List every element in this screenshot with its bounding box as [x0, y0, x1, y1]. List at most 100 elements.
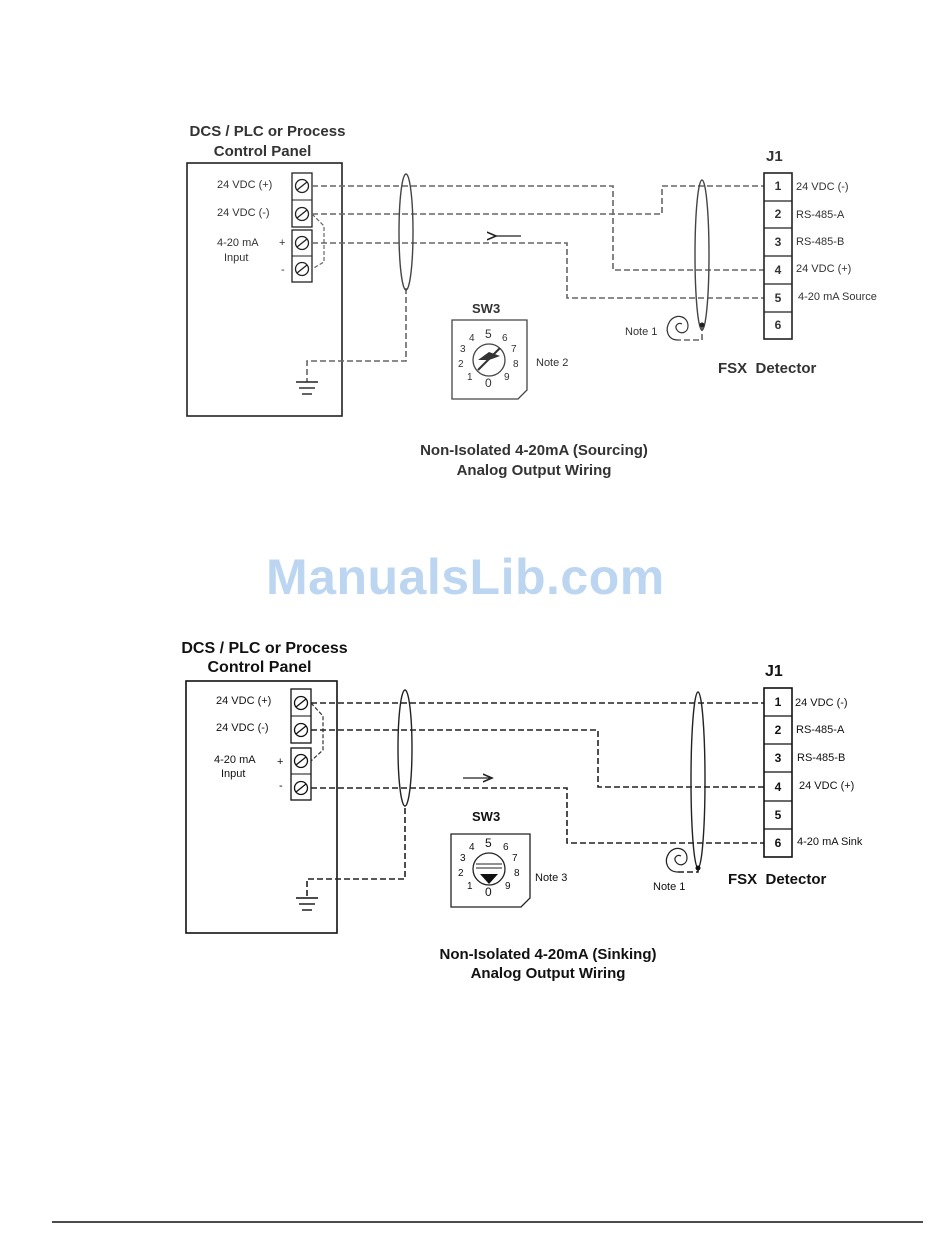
dial-digit-2: 2	[458, 868, 464, 879]
screw-terminal-icon	[293, 780, 309, 796]
control-panel-box	[186, 162, 343, 417]
sw3-note: Note 3	[535, 872, 568, 884]
terminal-label-24vdc-pos: 24 VDC (+)	[216, 695, 272, 707]
shield-note: Note 1	[625, 326, 658, 338]
dial-digit-9: 9	[505, 881, 511, 892]
terminal-label-24vdc-neg: 24 VDC (-)	[217, 207, 270, 219]
j1-pin-2: 2	[774, 207, 782, 221]
j1-title: J1	[766, 148, 783, 165]
cable-bundle-detector-side	[694, 179, 710, 331]
screw-terminal-icon	[294, 206, 310, 222]
sw3-title: SW3	[472, 809, 501, 824]
dial-digit-9: 9	[504, 372, 510, 383]
j1-title: J1	[765, 663, 783, 680]
control-panel-box	[185, 680, 338, 934]
caption-line2: Analog Output Wiring	[470, 965, 626, 982]
screw-terminal-icon	[293, 753, 309, 769]
input-plus-label: +	[279, 237, 286, 249]
screw-terminal-icon	[293, 722, 309, 738]
ground-icon	[296, 381, 318, 395]
shield-curl-icon	[665, 847, 688, 873]
j1-pin-5: 5	[774, 808, 782, 822]
panel-title-line1: DCS / PLC or Process	[189, 123, 346, 140]
shield-curl-icon	[666, 315, 689, 341]
j1-pin-1-label: 24 VDC (-)	[796, 181, 849, 193]
panel-title-line1: DCS / PLC or Process	[181, 640, 348, 657]
j1-pin-2-label: RS-485-A	[796, 209, 845, 221]
caption-line1: Non-Isolated 4-20mA (Sourcing)	[420, 442, 648, 459]
screw-terminal-icon	[294, 235, 310, 251]
wire-24vdc-neg	[312, 185, 764, 215]
dial-digit-4: 4	[469, 333, 475, 344]
j1-pin-6: 6	[774, 318, 782, 332]
dial-digit-5: 5	[485, 836, 492, 850]
j1-pin-2: 2	[774, 723, 782, 737]
j1-pin-1-label: 24 VDC (-)	[795, 697, 848, 709]
cable-bundle-panel-side	[398, 173, 414, 291]
j1-pin-1: 1	[774, 695, 782, 709]
dial-digit-7: 7	[512, 853, 518, 864]
wire-ground	[306, 288, 407, 382]
wire-signal	[311, 787, 764, 844]
rotary-dial-icon	[472, 852, 506, 886]
dial-digit-1: 1	[467, 881, 473, 892]
sw3-switch-body	[451, 319, 528, 400]
sw3-switch-body	[450, 833, 531, 908]
dial-digit-1: 1	[467, 372, 473, 383]
j1-pin-1: 1	[774, 179, 782, 193]
detector-label: FSX Detector	[728, 871, 827, 888]
j1-pin-3-label: RS-485-B	[797, 752, 846, 764]
j1-pin-6: 6	[774, 836, 782, 850]
dial-digit-8: 8	[514, 868, 520, 879]
j1-pin-4-label: 24 VDC (+)	[796, 263, 852, 275]
input-label-line1: 4-20 mA	[214, 754, 256, 766]
j1-pin-4: 4	[774, 780, 782, 794]
input-label-line1: 4-20 mA	[217, 237, 259, 249]
sw3-title: SW3	[472, 301, 501, 316]
dial-digit-4: 4	[469, 842, 475, 853]
watermark: ManualsLib.com	[266, 549, 665, 605]
dial-digit-3: 3	[460, 344, 466, 355]
dial-digit-0: 0	[485, 376, 492, 390]
screw-terminal-icon	[294, 178, 310, 194]
j1-pin-5: 5	[774, 291, 782, 305]
sourcing-diagram	[186, 162, 793, 417]
screw-terminal-icon	[293, 695, 309, 711]
dial-digit-6: 6	[503, 842, 509, 853]
rotary-dial-icon	[472, 343, 506, 377]
cable-bundle-detector-side	[690, 691, 706, 869]
ground-icon	[296, 897, 318, 911]
dial-digit-6: 6	[502, 333, 508, 344]
sinking-diagram	[185, 680, 793, 934]
dial-digit-5: 5	[485, 327, 492, 341]
j1-pin-4: 4	[774, 263, 782, 277]
j1-pin-5-label: 4-20 mA Source	[798, 291, 877, 303]
shield-note: Note 1	[653, 881, 686, 893]
wire-ground	[306, 808, 406, 898]
panel-title-line2: Control Panel	[207, 659, 312, 676]
j1-pin-4-label: 24 VDC (+)	[799, 780, 855, 792]
j1-pin-6-label: 4-20 mA Sink	[797, 836, 863, 848]
dial-digit-7: 7	[511, 344, 517, 355]
dial-digit-8: 8	[513, 359, 519, 370]
wire-24vdc-pos	[312, 185, 764, 271]
dial-digit-2: 2	[458, 359, 464, 370]
input-minus-label: -	[281, 264, 285, 276]
input-label-line2: Input	[221, 768, 246, 780]
dial-digit-0: 0	[485, 885, 492, 899]
j1-pin-3: 3	[774, 235, 782, 249]
j1-pin-2-label: RS-485-A	[796, 724, 845, 736]
wire-shield-drain	[678, 868, 699, 873]
panel-title-line2: Control Panel	[213, 143, 312, 160]
j1-pin-3: 3	[774, 751, 782, 765]
dial-digit-3: 3	[460, 853, 466, 864]
terminal-label-24vdc-pos: 24 VDC (+)	[217, 179, 273, 191]
sw3-note: Note 2	[536, 357, 569, 369]
screw-terminal-icon	[294, 261, 310, 277]
wire-24vdc-neg	[311, 729, 764, 788]
wire-signal	[312, 242, 764, 299]
detector-label: FSX Detector	[718, 360, 817, 377]
j1-pin-3-label: RS-485-B	[796, 236, 845, 248]
